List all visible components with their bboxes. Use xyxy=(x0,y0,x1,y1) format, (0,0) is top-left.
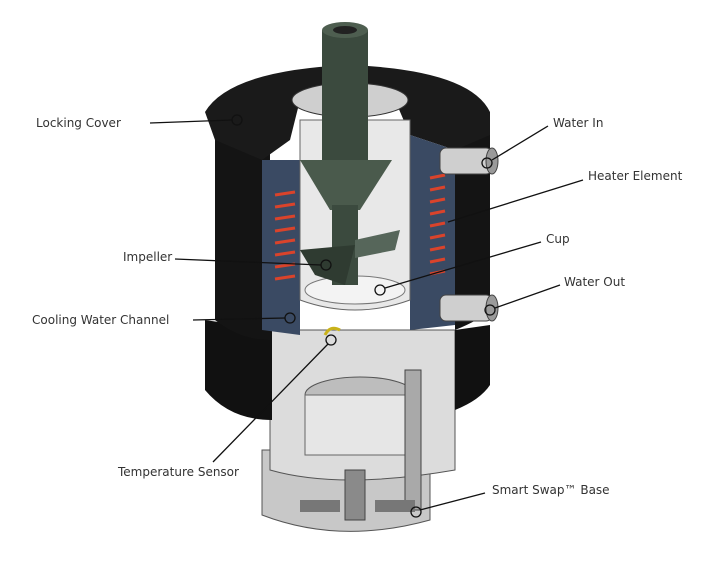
cooling-channel-right xyxy=(410,135,455,330)
cooling-channel-left xyxy=(262,160,300,335)
label-cooling-water-channel: Cooling Water Channel xyxy=(32,313,170,327)
heater-coils xyxy=(274,173,446,281)
temperature-sensor-wire xyxy=(323,326,341,336)
water-out-fitting xyxy=(439,294,499,322)
water-in-fitting xyxy=(439,147,499,175)
label-locking-cover: Locking Cover xyxy=(36,116,121,130)
leader-lines xyxy=(149,114,584,518)
label-water-out: Water Out xyxy=(564,275,626,289)
label-temperature-sensor: Temperature Sensor xyxy=(118,465,239,479)
label-water-in: Water In xyxy=(553,116,604,130)
smart-swap-base xyxy=(261,329,456,532)
label-impeller: Impeller xyxy=(123,250,173,264)
label-heater-element: Heater Element xyxy=(588,169,683,183)
impeller-shaft xyxy=(300,22,400,285)
label-cup: Cup xyxy=(546,232,570,246)
label-smart-swap-base: Smart Swap™ Base xyxy=(492,483,610,497)
